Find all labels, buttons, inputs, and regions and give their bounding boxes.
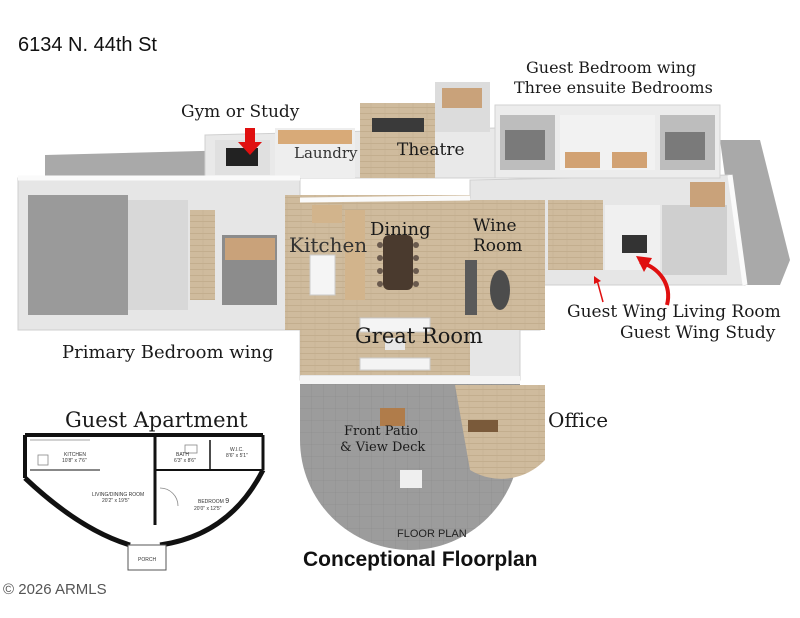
label-guest-wing-1: Guest Bedroom wing [526,58,697,77]
dining-table [383,235,413,290]
alcove-cabinet [442,88,482,108]
bed-c [665,132,705,160]
apt-living-label: LIVING/DINING ROOM [92,492,145,498]
apt-bedroom-dim: 20'0" x 12'5" [194,506,222,512]
living-arrow [596,279,604,303]
kitchen-island [309,254,336,296]
label-office: Office [548,408,609,432]
apt-bedroom-number: 9 [225,498,230,505]
guest-apartment-plan [23,433,266,571]
living-arrowhead [594,276,601,284]
office-floor [455,385,545,479]
bath-vanity-b [612,152,647,168]
caption-floor-plan: FLOOR PLAN [397,528,467,540]
apt-bedroom-label: BEDROOM 9 [198,498,229,505]
study-desk [622,235,647,253]
primary-bath-floor [128,200,188,310]
copyright-text: © 2026 ARMLS [3,581,107,598]
study-arrowhead [636,256,652,272]
guest-living-floor [548,200,603,270]
wine-room-floor [470,200,545,330]
label-dining: Dining [370,219,431,240]
label-kitchen: Kitchen [289,233,368,257]
apt-bath-dim: 6'3" x 8'6" [174,458,196,464]
label-theatre: Theatre [397,140,465,160]
theatre-sofa [372,118,424,132]
label-patio-2: & View Deck [340,440,426,455]
apt-living-dim: 20'2" x 19'5" [102,498,130,504]
patio-table [380,408,405,426]
guest-bedroom-floor [662,205,727,275]
round-table [490,270,510,310]
label-laundry: Laundry [294,144,358,162]
left-terrace [45,150,240,178]
copyright-value: 2026 ARMLS [18,581,107,598]
label-primary-wing: Primary Bedroom wing [62,342,274,363]
label-guest-study: Guest Wing Study [620,323,776,343]
sofa-back [359,317,431,333]
patio-grill [400,470,422,488]
coffee-table [385,338,405,350]
label-gym: Gym or Study [181,102,300,122]
address-title: 6134 N. 44th St [18,34,157,56]
apt-porch-label: PORCH [138,557,157,563]
apt-bath-label: BATH [176,452,189,458]
gym-arrow [238,128,262,155]
lounge-sofa [465,260,477,315]
label-great-room: Great Room [355,324,483,348]
apt-wic-dim: 8'6" x 5'1" [226,453,248,459]
label-guest-wing-2: Three ensuite Bedrooms [514,78,713,97]
apt-kitchen-dim: 10'8" x 7'6" [62,458,87,464]
laundry-cabinets [278,130,352,144]
label-guest-living: Guest Wing Living Room [567,302,781,322]
guest-apartment-title: Guest Apartment [65,408,248,432]
label-patio-1: Front Patio [344,424,418,439]
porch-box [127,544,167,571]
closet-floor [190,210,215,300]
sofa-front [359,357,431,371]
bedroom2-cabinet [225,238,275,260]
theatre-floor [360,103,435,178]
apt-wic-label: W.I.C. [230,447,244,453]
apt-bedroom-name: BEDROOM [198,499,224,505]
bed-a [505,130,545,160]
office-desk [468,420,498,432]
guest-bedroom-cabinet [690,182,725,207]
label-wine-1: Wine [473,216,517,236]
wall-tops [18,174,748,286]
kitchen-upper [312,205,342,223]
label-wine-2: Room [473,236,523,256]
red-arrows [238,128,671,306]
caption-title: Conceptional Floorplan [303,548,538,571]
bath-vanity-a [565,152,600,168]
kitchen-cabinets [345,210,365,300]
primary-bedroom-floor [28,195,128,315]
apt-kitchen-label: KITCHEN [64,452,86,458]
